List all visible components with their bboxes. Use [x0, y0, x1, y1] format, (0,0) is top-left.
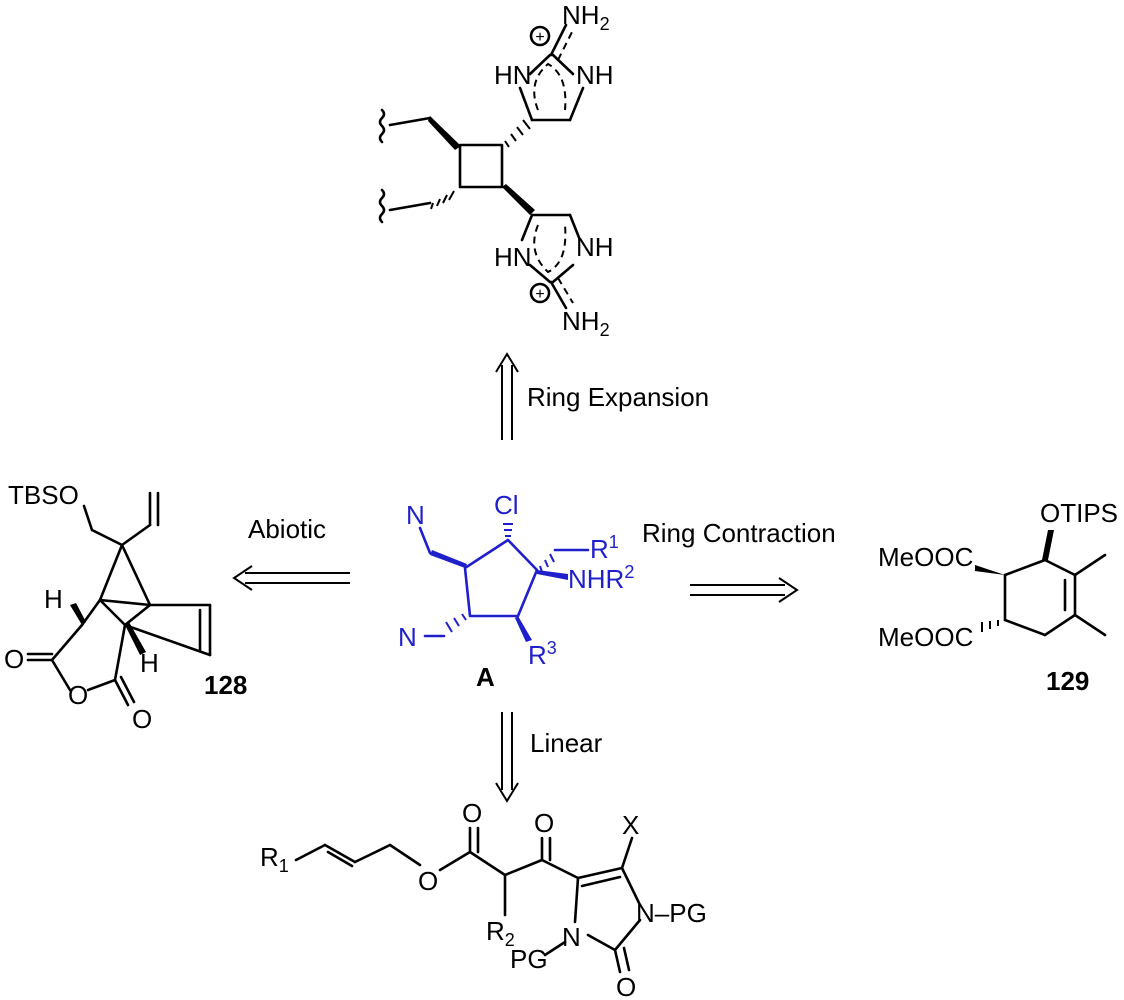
plus-top: +	[535, 29, 544, 46]
meooc-lower: MeOOC	[878, 622, 973, 652]
n-left: N	[562, 922, 581, 952]
tbso-label: TBSO	[8, 480, 79, 510]
arrow-ring-contraction: Ring Contraction	[642, 518, 836, 603]
compound-128-label: 128	[204, 670, 247, 700]
label-abiotic: Abiotic	[248, 514, 326, 544]
o-carbonyl-left: O	[4, 644, 24, 674]
top-structure: + NH2 HN NH + NH2 HN NH	[378, 0, 614, 340]
otips-label: OTIPS	[1040, 498, 1118, 528]
hn-top: HN	[494, 60, 532, 90]
compound-a-label: A	[476, 662, 495, 692]
r3-label: R3	[528, 638, 557, 670]
bottom-structure: R1 O O R2 O X N–PG N O PG	[260, 798, 707, 1000]
label-linear: Linear	[530, 728, 603, 758]
nh-bottom: NH	[576, 232, 614, 262]
o-ring: O	[68, 680, 88, 710]
nhr2-label: NHR2	[568, 562, 634, 594]
nh2-top: NH2	[562, 0, 610, 34]
plus-bottom: +	[535, 286, 544, 303]
o-urea: O	[616, 972, 636, 1000]
compound-129-label: 129	[1046, 666, 1089, 696]
arrow-abiotic: Abiotic	[232, 514, 350, 591]
n-upper: N	[406, 500, 425, 530]
n-lower: N	[398, 622, 417, 652]
o-carbonyl-right: O	[132, 704, 152, 734]
o-ester-carbonyl: O	[462, 798, 482, 828]
cl-label: Cl	[494, 490, 519, 520]
nh2-bottom: NH2	[562, 306, 610, 340]
pg-left: PG	[510, 944, 548, 974]
r1-bottom: R1	[260, 842, 289, 876]
nh-top: NH	[576, 60, 614, 90]
compound-a: Cl N N R1 NHR2 R3 A	[398, 490, 634, 692]
r1-label: R1	[590, 532, 619, 564]
o-ester: O	[418, 866, 438, 896]
h-right: H	[140, 648, 159, 678]
label-ring-expansion: Ring Expansion	[527, 382, 709, 412]
o-ketone: O	[534, 808, 554, 838]
compound-128: TBSO H H O O O 128	[4, 480, 247, 734]
h-left: H	[44, 584, 63, 614]
arrow-linear: Linear	[495, 712, 603, 803]
meooc-upper: MeOOC	[878, 542, 973, 572]
label-ring-contraction: Ring Contraction	[642, 518, 836, 548]
n-pg-right: N–PG	[636, 898, 707, 928]
arrow-ring-expansion: Ring Expansion	[495, 352, 709, 440]
r2-bottom: R2	[486, 916, 515, 950]
x-label: X	[622, 810, 639, 840]
hn-bottom: HN	[494, 242, 532, 272]
compound-129: OTIPS MeOOC MeOOC 129	[878, 498, 1118, 696]
